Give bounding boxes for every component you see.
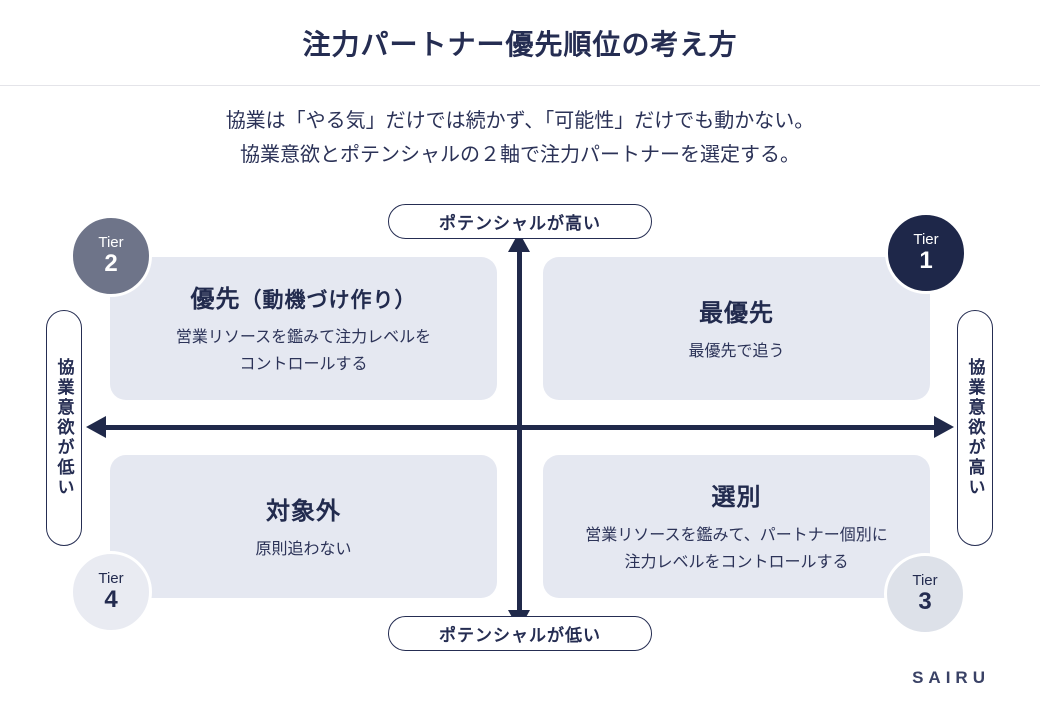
quadrant-title: 選別 (712, 477, 762, 512)
axis-label-top-text: ポテンシャルが高い (439, 214, 601, 233)
quadrant-title: 対象外 (266, 491, 341, 526)
tier-badge-1: Tier 1 (885, 212, 967, 294)
tier-badge-number: 1 (919, 247, 933, 275)
tier-badge-number: 4 (104, 586, 118, 614)
quadrant-description: 最優先で追う (688, 338, 784, 365)
intro-text: 協業は「やる気」だけでは続かず、「可能性」だけでも動かない。 協業意欲とポテンシ… (0, 104, 1040, 172)
quadrant-title: 最優先 (699, 293, 774, 328)
quadrant-desc-line: コントロールする (239, 356, 368, 373)
page-title: 注力パートナー優先順位の考え方 (302, 28, 738, 60)
quadrant-bottom-right: 選別 営業リソースを鑑みて、パートナー個別に 注力レベルをコントロールする (543, 455, 930, 598)
axis-label-top: ポテンシャルが高い (388, 204, 652, 239)
quadrant-title-main: 最優先 (699, 299, 774, 327)
tier-badge-3: Tier 3 (884, 553, 966, 635)
quadrant-top-left: 優先（動機づけ作り） 営業リソースを鑑みて注力レベルを コントロールする (110, 257, 497, 400)
tier-badge-label: Tier (913, 230, 939, 248)
tier-badge-number: 2 (104, 250, 118, 278)
tier-badge-2: Tier 2 (70, 215, 152, 297)
quadrant-bottom-left: 対象外 原則追わない (110, 455, 497, 598)
quadrant-desc-line: 営業リソースを鑑みて、パートナー個別に (585, 527, 888, 544)
quadrant-desc-line: 営業リソースを鑑みて注力レベルを (175, 329, 432, 346)
quadrant-description: 原則追わない (255, 536, 351, 563)
axis-label-left-text: 協業意欲が低い (54, 358, 74, 498)
quadrant-title-suffix: （動機づけ作り） (240, 289, 417, 312)
y-axis-line (517, 250, 522, 612)
tier-badge-label: Tier (98, 233, 124, 251)
axis-label-bottom: ポテンシャルが低い (388, 616, 652, 651)
quadrant-desc-line: 最優先で追う (688, 342, 785, 360)
tier-badge-label: Tier (912, 571, 938, 589)
arrowhead-right-icon (934, 416, 954, 438)
tier-badge-number: 3 (918, 588, 932, 616)
tier-badge-label: Tier (98, 569, 124, 587)
quadrant-title-main: 選別 (711, 484, 762, 511)
quadrant-description: 営業リソースを鑑みて、パートナー個別に 注力レベルをコントロールする (585, 522, 887, 576)
quadrant-title-main: 対象外 (266, 497, 341, 525)
axis-label-right: 協業意欲が高い (957, 310, 993, 546)
tier-badge-4: Tier 4 (70, 551, 152, 633)
quadrant-description: 営業リソースを鑑みて注力レベルを コントロールする (176, 324, 431, 378)
quadrant-title-main: 優先 (190, 286, 241, 313)
quadrant-desc-line: 注力レベルをコントロールする (624, 554, 849, 571)
quadrant-title: 優先（動機づけ作り） (191, 279, 417, 314)
intro-line-2: 協業意欲とポテンシャルの２軸で注力パートナーを選定する。 (240, 144, 800, 166)
quadrant-top-right: 最優先 最優先で追う (543, 257, 930, 400)
axis-label-left: 協業意欲が低い (46, 310, 82, 546)
axis-label-right-text: 協業意欲が高い (965, 358, 985, 498)
header: 注力パートナー優先順位の考え方 (0, 0, 1040, 86)
sairu-logo: SAIRU (912, 668, 990, 687)
quadrant-desc-line: 原則追わない (255, 540, 352, 558)
arrowhead-left-icon (86, 416, 106, 438)
axis-label-bottom-text: ポテンシャルが低い (439, 626, 601, 645)
intro-line-1: 協業は「やる気」だけでは続かず、「可能性」だけでも動かない。 (225, 110, 815, 132)
